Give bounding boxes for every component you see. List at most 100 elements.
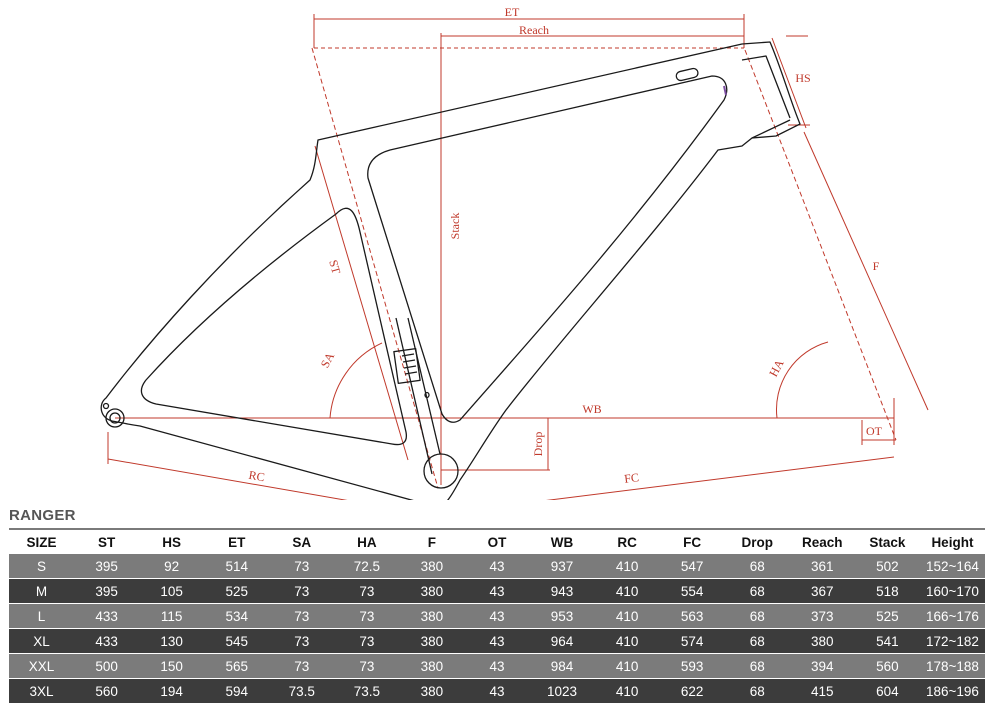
- label-st: ST: [326, 258, 344, 276]
- table-cell: 73: [269, 653, 335, 679]
- table-cell: 68: [724, 653, 790, 679]
- table-cell: 534: [204, 603, 270, 629]
- table-cell: 380: [399, 554, 465, 579]
- table-cell: 415: [789, 678, 855, 704]
- st-dimension-line: [314, 145, 409, 461]
- label-reach: Reach: [519, 23, 549, 37]
- table-cell: 410: [594, 578, 660, 604]
- table-cell: 518: [854, 578, 920, 604]
- table-cell: 604: [854, 678, 920, 704]
- table-cell: 130: [139, 628, 205, 654]
- table-cell: 68: [724, 628, 790, 654]
- column-header-size: SIZE: [9, 531, 75, 554]
- table-cell: 73: [269, 603, 335, 629]
- table-cell: 172~182: [919, 628, 985, 654]
- dimension-labels: ET Reach HS Stack ST F SA HA WB OT Drop …: [248, 5, 883, 486]
- table-cell: 73: [334, 578, 400, 604]
- table-cell: 73: [269, 554, 335, 579]
- table-cell: 105: [139, 578, 205, 604]
- table-cell: 73.5: [334, 678, 400, 704]
- column-header-sa: SA: [269, 531, 335, 554]
- table-cell: 68: [724, 554, 790, 579]
- rear-triangle-cutout: [140, 207, 408, 446]
- table-cell: 152~164: [919, 554, 985, 579]
- table-cell: 68: [724, 678, 790, 704]
- label-wb: WB: [582, 402, 601, 416]
- table-cell: 502: [854, 554, 920, 579]
- column-header-fc: FC: [659, 531, 725, 554]
- hs-dimension-line: [771, 37, 807, 129]
- table-cell: 73: [334, 628, 400, 654]
- table-cell: 514: [204, 554, 270, 579]
- column-header-ot: OT: [464, 531, 530, 554]
- fc-dimension-line: [545, 456, 895, 500]
- table-cell: 43: [464, 603, 530, 629]
- table-cell: 380: [399, 653, 465, 679]
- table-cell: 525: [204, 578, 270, 604]
- table-cell: 622: [659, 678, 725, 704]
- label-fc: FC: [623, 470, 639, 486]
- column-header-reach: Reach: [789, 531, 855, 554]
- column-header-rc: RC: [594, 531, 660, 554]
- table-cell: 593: [659, 653, 725, 679]
- label-rc: RC: [248, 468, 266, 485]
- main-triangle-cutout: [367, 75, 728, 423]
- table-cell: 545: [204, 628, 270, 654]
- table-cell: 964: [529, 628, 595, 654]
- table-cell: 68: [724, 603, 790, 629]
- sa-angle-arc: [329, 342, 383, 419]
- table-cell: 166~176: [919, 603, 985, 629]
- table-cell: 380: [789, 628, 855, 654]
- table-cell: 953: [529, 603, 595, 629]
- table-cell: 547: [659, 554, 725, 579]
- title-divider: [9, 528, 985, 530]
- rear-axle-inner: [109, 412, 121, 424]
- table-cell: M: [9, 578, 75, 604]
- table-cell: 73: [269, 578, 335, 604]
- table-cell: 500: [74, 653, 140, 679]
- label-f: F: [873, 259, 880, 273]
- table-cell: XXL: [9, 653, 75, 679]
- table-cell: 380: [399, 678, 465, 704]
- column-header-drop: Drop: [724, 531, 790, 554]
- table-cell: 43: [464, 578, 530, 604]
- table-cell: 92: [139, 554, 205, 579]
- table-cell: 186~196: [919, 678, 985, 704]
- model-title: RANGER: [9, 507, 76, 524]
- label-et: ET: [505, 5, 520, 19]
- table-cell: 43: [464, 554, 530, 579]
- table-cell: 433: [74, 603, 140, 629]
- table-cell: 410: [594, 653, 660, 679]
- table-cell: 560: [74, 678, 140, 704]
- table-cell: 73: [334, 603, 400, 629]
- table-cell: 73: [334, 653, 400, 679]
- table-cell: 43: [464, 628, 530, 654]
- table-cell: L: [9, 603, 75, 629]
- label-sa: SA: [318, 350, 338, 370]
- table-cell: 1023: [529, 678, 595, 704]
- column-header-stack: Stack: [854, 531, 920, 554]
- frame-outline: [100, 41, 801, 500]
- column-header-height: Height: [919, 531, 985, 554]
- label-ot: OT: [866, 424, 883, 438]
- table-cell: 594: [204, 678, 270, 704]
- table-cell: 160~170: [919, 578, 985, 604]
- table-cell: XL: [9, 628, 75, 654]
- table-cell: 68: [724, 578, 790, 604]
- table-cell: 541: [854, 628, 920, 654]
- table-cell: 380: [399, 603, 465, 629]
- column-header-et: ET: [204, 531, 270, 554]
- table-cell: 984: [529, 653, 595, 679]
- table-cell: 115: [139, 603, 205, 629]
- table-cell: 574: [659, 628, 725, 654]
- table-cell: 937: [529, 554, 595, 579]
- column-header-wb: WB: [529, 531, 595, 554]
- table-cell: 563: [659, 603, 725, 629]
- table-cell: 43: [464, 653, 530, 679]
